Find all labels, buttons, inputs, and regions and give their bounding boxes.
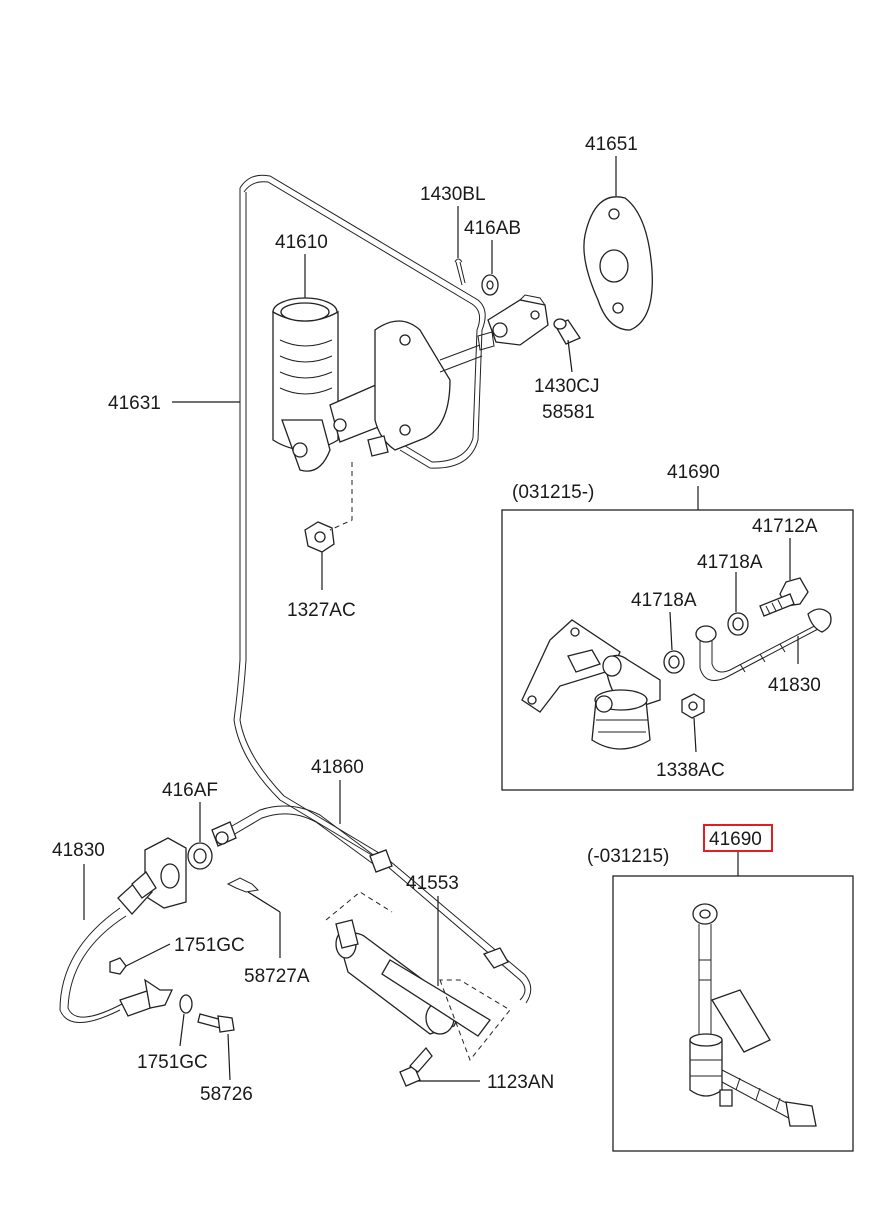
label-1751GC-upper[interactable]: 1751GC <box>174 935 245 956</box>
release-cylinder-41553[interactable] <box>325 891 511 1061</box>
hose-41830-box[interactable] <box>695 608 832 681</box>
label-41631[interactable]: 41631 <box>108 393 161 414</box>
gasket-41651[interactable] <box>583 196 653 331</box>
assembly-box-after-031215 <box>501 509 854 791</box>
label-1430BL[interactable]: 1430BL <box>420 184 486 205</box>
label-416AF[interactable]: 416AF <box>162 780 218 801</box>
label-41830-box[interactable]: 41830 <box>768 675 821 696</box>
pin-1430CJ[interactable] <box>553 318 581 345</box>
pipe-41860[interactable] <box>211 805 393 873</box>
label-1123AN[interactable]: 1123AN <box>487 1072 554 1093</box>
label-41712A[interactable]: 41712A <box>752 516 818 537</box>
hose-41830[interactable] <box>59 871 174 1023</box>
label-58727A[interactable]: 58727A <box>244 966 310 987</box>
label-58581[interactable]: 58581 <box>542 402 595 423</box>
label-41553[interactable]: 41553 <box>406 873 459 894</box>
label-41690-top[interactable]: 41690 <box>667 462 720 483</box>
bracket[interactable] <box>144 837 187 909</box>
label-1430CJ[interactable]: 1430CJ <box>534 376 600 397</box>
label-41651[interactable]: 41651 <box>585 134 638 155</box>
bolt-58726[interactable] <box>197 1013 235 1033</box>
clevis-yoke[interactable] <box>477 294 549 351</box>
washer-41718A-upper[interactable] <box>727 612 749 636</box>
master-cylinder-41610[interactable] <box>272 297 483 472</box>
clip-416AF[interactable] <box>187 842 213 870</box>
label-58726[interactable]: 58726 <box>200 1084 253 1105</box>
release-cylinder-assembly-after[interactable] <box>521 619 661 750</box>
split-pin-1430BL[interactable] <box>454 258 466 286</box>
label-41690-bottom[interactable]: 41690 <box>709 829 762 850</box>
label-41718A-lower[interactable]: 41718A <box>631 590 697 611</box>
label-416AB[interactable]: 416AB <box>464 218 521 239</box>
bolt-1123AN[interactable] <box>399 1046 433 1087</box>
leader-lines <box>83 156 799 1082</box>
clutch-pipe-41631[interactable] <box>233 174 532 1004</box>
release-cylinder-assembly-before[interactable] <box>689 903 817 1127</box>
washer-416AB[interactable] <box>481 274 499 296</box>
label-1338AC[interactable]: 1338AC <box>656 760 725 781</box>
washer-1751GC-lower[interactable] <box>179 994 193 1014</box>
label-41860[interactable]: 41860 <box>311 757 364 778</box>
nut-1338AC[interactable] <box>681 693 705 719</box>
clip-58727A[interactable] <box>226 877 260 893</box>
assembly-box-before-031215 <box>612 875 854 1152</box>
label-range-after: (031215-) <box>512 482 594 503</box>
washer-41718A-lower[interactable] <box>663 650 685 674</box>
label-41610[interactable]: 41610 <box>275 232 328 253</box>
highlight-41690 <box>703 824 773 852</box>
label-41718A-upper[interactable]: 41718A <box>697 552 763 573</box>
nut-1327AC[interactable] <box>304 462 353 553</box>
label-1751GC-lower[interactable]: 1751GC <box>137 1052 208 1073</box>
bolt-41712A[interactable] <box>759 577 809 617</box>
label-1327AC[interactable]: 1327AC <box>287 600 356 621</box>
label-41830[interactable]: 41830 <box>52 840 105 861</box>
washer-1751GC-upper[interactable] <box>109 957 127 975</box>
label-range-before: (-031215) <box>587 846 669 867</box>
